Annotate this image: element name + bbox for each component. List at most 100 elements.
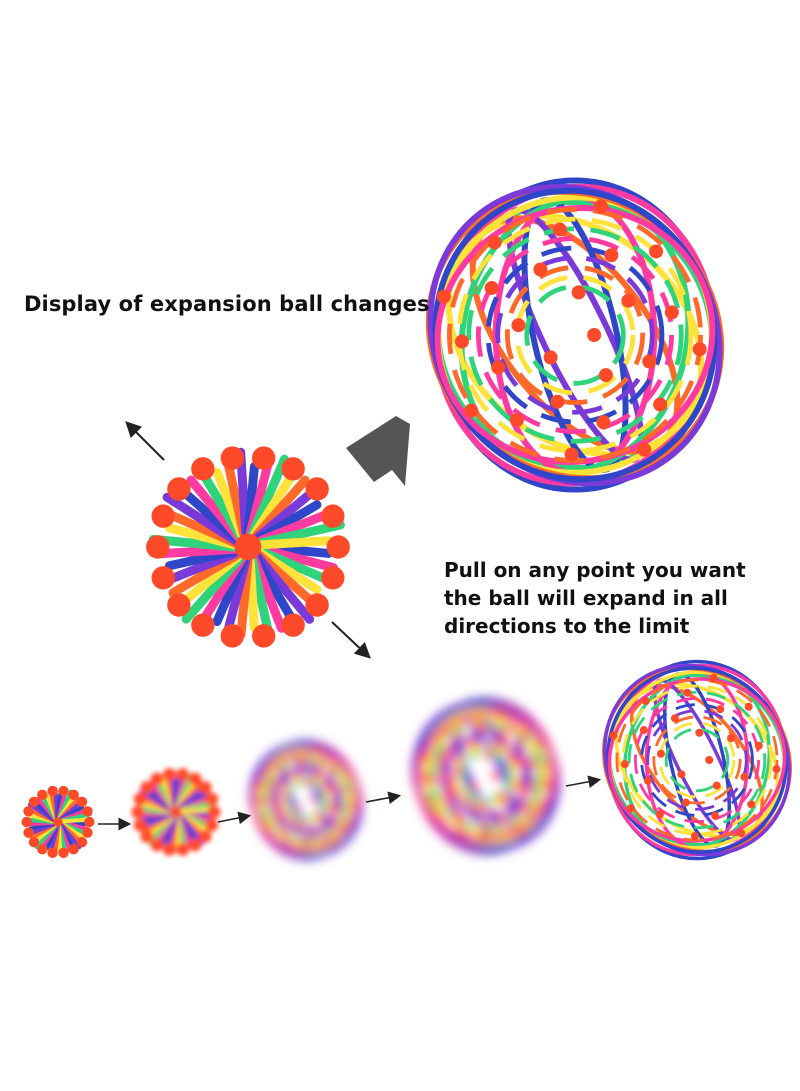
ball-joint <box>754 741 763 750</box>
ball-ring <box>271 765 341 835</box>
ball-joint <box>621 293 636 308</box>
ball-joint <box>639 726 648 735</box>
ball-tip <box>84 816 95 828</box>
ball-joint <box>744 702 753 711</box>
ball-joint <box>304 780 311 787</box>
ball-ring <box>485 245 665 425</box>
ball-joint <box>509 413 524 428</box>
ball-joint <box>312 748 319 755</box>
ball-ring <box>456 216 694 454</box>
ball-joint <box>740 772 749 781</box>
ball-tip <box>133 792 147 806</box>
ball-joint <box>747 800 756 809</box>
ball-joint <box>274 809 281 816</box>
ball-joint <box>737 829 746 838</box>
ball-tip <box>220 624 245 648</box>
ball-joint <box>333 765 340 772</box>
ball-joint <box>626 804 635 813</box>
ball-ring <box>652 715 742 805</box>
ball-joint <box>709 673 718 682</box>
ball-tip <box>151 504 175 528</box>
ball-joint <box>677 770 686 779</box>
ball-joint <box>335 823 342 830</box>
ball-tip <box>47 847 58 859</box>
ball-joint <box>469 783 478 792</box>
ball-tip <box>140 781 154 795</box>
ball-tip <box>133 818 147 832</box>
ball-tip <box>281 457 305 481</box>
ball-joint <box>442 726 451 735</box>
ball-tip <box>176 842 190 856</box>
sequence-arrow <box>365 791 402 805</box>
ball-joint <box>609 731 618 740</box>
ball-joint <box>329 840 336 847</box>
ball-joint <box>712 781 721 790</box>
ball-joint <box>272 762 279 769</box>
ball-tip <box>162 768 176 782</box>
ball-tip <box>251 446 276 470</box>
ball-joint <box>593 199 608 214</box>
ball-joint <box>293 805 300 812</box>
ball-tip <box>191 613 215 637</box>
ball-joint <box>331 806 338 813</box>
ball-tip <box>251 624 276 648</box>
ball-joint <box>436 289 451 304</box>
ball-joint <box>692 342 707 357</box>
ball-joint <box>483 750 492 759</box>
ball-joint <box>516 828 525 837</box>
ball-collapsed <box>146 446 350 648</box>
ball-joint <box>649 244 664 259</box>
ball-joint <box>711 811 720 820</box>
ball-hub <box>170 806 182 818</box>
ball-tip <box>68 843 79 855</box>
ball-joint <box>349 802 356 809</box>
ball-tip <box>150 838 164 852</box>
ball-joint <box>716 705 725 714</box>
ball-tip <box>82 806 93 817</box>
ball-joint <box>281 829 288 836</box>
ball-joint <box>497 791 506 800</box>
ball-collapsed <box>131 768 221 856</box>
ball-ring <box>445 735 527 817</box>
ball-tip <box>305 593 329 617</box>
big-grey-arrow <box>346 416 410 486</box>
ball-joint <box>263 825 270 832</box>
ball-ring <box>450 740 522 812</box>
ball-joint <box>521 730 530 739</box>
ball-ring <box>495 255 655 415</box>
ball-joint <box>596 415 611 430</box>
ball-tip <box>76 836 88 848</box>
expansion-sequence <box>21 659 792 861</box>
ball-joint <box>533 262 548 277</box>
ball-tip <box>167 593 191 617</box>
ball-joint <box>491 360 506 375</box>
ball-strut <box>60 817 88 824</box>
ball-ring <box>426 716 546 836</box>
ball-ring <box>627 690 767 830</box>
ball-tip <box>131 805 145 819</box>
ball-joint <box>653 397 668 412</box>
ball-ring <box>286 780 326 820</box>
ball-ring <box>260 754 352 846</box>
ball-tip <box>28 796 40 808</box>
collapsed-ball-medium <box>146 446 350 648</box>
pull-arrow-up-left <box>125 421 165 461</box>
ball-ring <box>466 226 684 444</box>
ball-joint <box>644 776 653 785</box>
ball-joint <box>523 806 532 815</box>
ball-ring <box>504 264 646 406</box>
ball-tip <box>167 477 191 501</box>
ball-ring <box>264 758 348 842</box>
ball-tip <box>68 789 79 801</box>
ball-tip <box>162 842 176 856</box>
ball-joint <box>314 812 321 819</box>
ball-ring <box>646 709 748 811</box>
ball-joint <box>494 708 503 717</box>
ball-joint <box>642 354 657 369</box>
ball-wireframe <box>602 659 792 861</box>
ball-ring <box>658 721 736 799</box>
ball-ring <box>278 772 334 828</box>
ball-joint <box>508 755 517 764</box>
ball-tip <box>58 847 69 859</box>
